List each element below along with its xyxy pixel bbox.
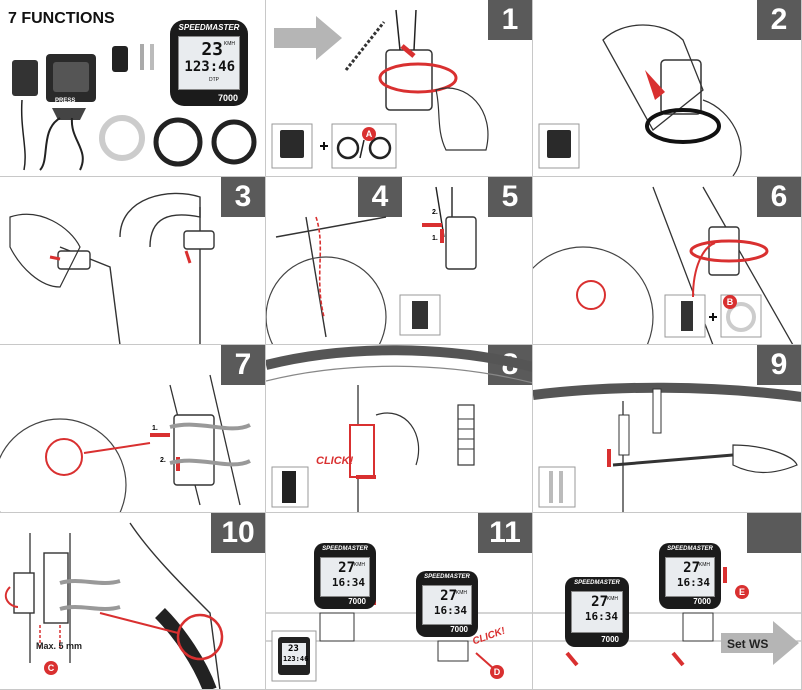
step-6-drawing: [533, 186, 794, 344]
step-4-5-panel: 4 5 2. 1.: [266, 177, 533, 345]
step-12-panel: SPEEDMASTER 27 KMH 16:34 7000 SPEEDMASTE…: [533, 513, 802, 690]
step-number: 11: [478, 513, 532, 553]
speedmaster-computer: SPEEDMASTER 23 KMH 123:46 DTP 7000: [170, 20, 248, 106]
speed-unit: KMH: [455, 590, 467, 596]
speed-value: 27: [591, 594, 608, 610]
time-value: 16:34: [676, 576, 710, 589]
step7-label-2: 2.: [160, 457, 166, 464]
badge-d: D: [490, 665, 504, 679]
speed-unit: KMH: [353, 562, 365, 568]
computer-display-left: SPEEDMASTER 27 KMH 16:34 7000: [314, 543, 376, 609]
step-11-drawing: [266, 585, 532, 682]
step5-label-2: 2.: [432, 209, 438, 216]
computer-screen: 27 KMH 16:34: [571, 591, 623, 633]
step-number: 9: [757, 345, 801, 385]
brand-label: SPEEDMASTER: [667, 546, 713, 552]
speed-unit: KMH: [698, 562, 710, 568]
overview-panel: 7 FUNCTIONS PRESS SPEEDMASTER 23 KMH 123…: [0, 0, 266, 177]
mini-speed: 23: [288, 644, 299, 654]
set-ws-label: Set WS: [727, 637, 769, 651]
step-number-5: 5: [488, 177, 532, 217]
model-label: 7000: [348, 597, 366, 606]
step-number: 3: [221, 177, 265, 217]
step-number-4: 4: [358, 177, 402, 217]
step-12-drawing: [533, 567, 801, 667]
badge-c: C: [44, 661, 58, 675]
computer-screen: 27 KMH 16:34: [422, 585, 472, 625]
speed-value: 23: [201, 39, 223, 60]
step-number: 1: [488, 0, 532, 40]
step-6-panel: 6 B: [533, 177, 802, 345]
distance-unit: DTP: [209, 77, 219, 83]
step-9-panel: 9: [533, 345, 802, 513]
brand-label: SPEEDMASTER: [322, 546, 368, 552]
distance-value: 123:46: [184, 59, 235, 75]
badge-a: A: [362, 127, 376, 141]
computer-display-right: SPEEDMASTER 27 KMH 16:34 7000: [416, 571, 478, 637]
badge-b: B: [723, 295, 737, 309]
step-3-panel: 3: [0, 177, 266, 345]
step-11-panel: 11 SPEEDMASTER 27 KMH 16:34 7000 SPEEDMA…: [266, 513, 533, 690]
max-distance-label: Max. 5 mm: [36, 641, 83, 651]
step-2-drawing: [538, 24, 742, 176]
step5-label-1: 1.: [432, 235, 438, 242]
model-label: 7000: [450, 625, 468, 634]
speed-unit: KMH: [606, 596, 618, 602]
step-8-drawing: [266, 345, 532, 512]
parts-drawing: [12, 44, 257, 171]
step-1-drawing: [271, 9, 489, 169]
step-7-drawing: [0, 374, 251, 512]
speed-unit: KMH: [223, 41, 235, 47]
brand-label: SPEEDMASTER: [574, 580, 620, 586]
step-number-blank: [747, 513, 801, 553]
computer-screen: 27 KMH 16:34: [320, 557, 370, 597]
time-value: 16:34: [433, 604, 467, 617]
time-value: 16:34: [584, 610, 618, 623]
step-4-5-drawing: [266, 186, 477, 344]
step-number: 2: [757, 0, 801, 40]
step-2-panel: 2: [533, 0, 802, 177]
step-8-panel: 8 CLICK!: [266, 345, 533, 513]
computer-display-right: SPEEDMASTER 27 KMH 16:34 7000: [659, 543, 721, 609]
step-7-panel: 7 1. 2.: [0, 345, 266, 513]
speed-value: 27: [440, 588, 457, 604]
step-number: 6: [757, 177, 801, 217]
model-label: 7000: [217, 93, 238, 103]
computer-screen: 23 KMH 123:46 DTP: [178, 36, 240, 90]
sensor-press-label: PRESS: [55, 98, 76, 104]
step-number: 10: [211, 513, 265, 553]
brand-label: SPEEDMASTER: [424, 574, 470, 580]
speed-value: 27: [338, 560, 355, 576]
step7-label-1: 1.: [152, 425, 158, 432]
model-label: 7000: [601, 635, 619, 644]
step-3-drawing: [9, 192, 215, 344]
time-value: 16:34: [331, 576, 365, 589]
step-10-panel: 10 Max. 5 mm C: [0, 513, 266, 690]
step-1-panel: 1 A: [266, 0, 533, 177]
model-label: 7000: [693, 597, 711, 606]
step-10-drawing: [4, 522, 224, 689]
click-label: CLICK!: [316, 455, 354, 467]
step-number: 7: [221, 345, 265, 385]
computer-display-left: SPEEDMASTER 27 KMH 16:34 7000: [565, 577, 629, 647]
computer-screen: 27 KMH 16:34: [665, 557, 715, 597]
page-title: 7 FUNCTIONS: [8, 10, 115, 27]
mini-distance: 123:46: [283, 655, 309, 663]
step-9-drawing: [533, 382, 801, 512]
speed-value: 27: [683, 560, 700, 576]
badge-e: E: [735, 585, 749, 599]
brand-label: SPEEDMASTER: [178, 23, 240, 32]
